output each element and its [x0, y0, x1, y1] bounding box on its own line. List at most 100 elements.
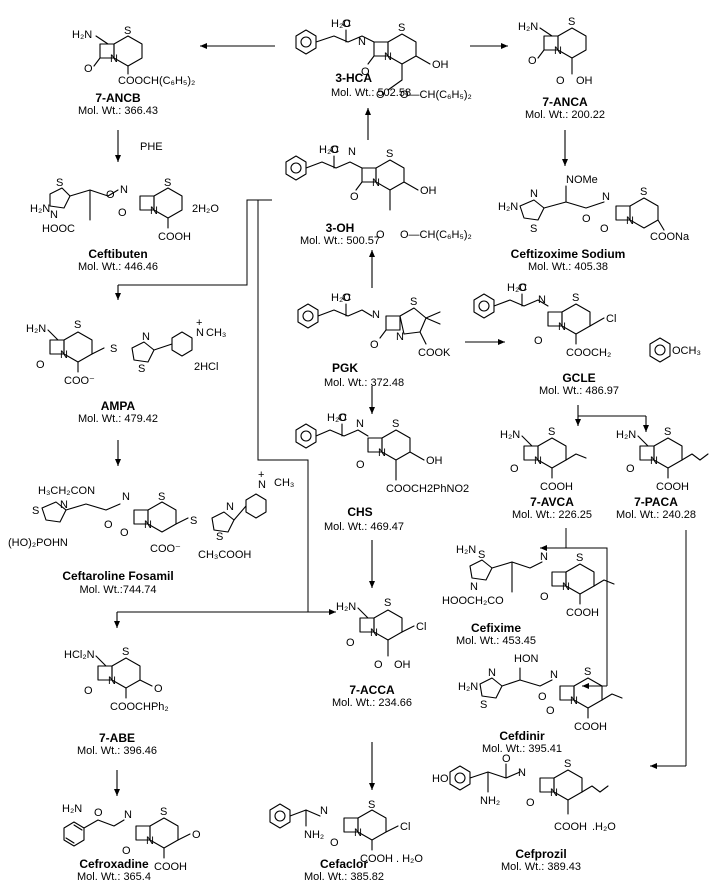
atom-label: H₂N	[72, 29, 92, 41]
atom-label: N	[570, 695, 578, 707]
compound-name: 3-HCA	[335, 71, 372, 85]
molecular-weight: Mol. Wt.: 366.43	[78, 105, 158, 117]
atom-label: H₂N	[456, 544, 476, 556]
caption-3hca: 3-HCA Mol. Wt.: 502.58	[331, 71, 411, 99]
structure-3hca: H₂C O N S O N OH O O—CH(C₆H₅)₂	[295, 18, 472, 101]
atom-label: S	[576, 552, 583, 564]
atom-label: N	[534, 455, 542, 467]
atom-label: H₂N	[458, 681, 478, 693]
atom-label: H₂N	[500, 429, 520, 441]
atom-label: S	[572, 292, 579, 304]
atom-label: S	[160, 806, 167, 818]
atom-label: 2H₂O	[192, 203, 219, 215]
atom-label: Cl	[400, 821, 410, 833]
atom-label: N	[550, 669, 558, 681]
atom-label: N	[358, 36, 366, 48]
compound-name: Cefprozil	[515, 847, 566, 861]
atom-label: COOH	[540, 481, 573, 493]
molecular-weight: Mol. Wt.: 469.47	[324, 521, 404, 533]
atom-label: S	[478, 549, 485, 561]
atom-label: O	[502, 753, 511, 765]
benzene-ring	[295, 29, 317, 55]
atom-label: OH	[426, 455, 443, 467]
caption-chs: CHS Mol. Wt.: 469.47	[324, 505, 404, 533]
molecular-weight: Mol. Wt.: 453.45	[456, 635, 536, 647]
atom-label: N	[372, 177, 380, 189]
atom-label: O	[342, 18, 351, 30]
structure-cefdinir: HON H₂N N S O N S O N COOH	[458, 653, 623, 733]
atom-label: . H₂O	[396, 853, 423, 865]
atom-label: O	[106, 189, 115, 201]
atom-label: O	[94, 807, 103, 819]
caption-7avca: 7-AVCA Mol. Wt.: 226.25	[512, 495, 592, 521]
atom-label: N	[258, 479, 266, 491]
caption-ceftibuten: Ceftibuten Mol. Wt.: 446.46	[78, 247, 158, 273]
atom-label: COO⁻	[150, 543, 181, 555]
molecular-weight: Mol. Wt.: 372.48	[324, 377, 404, 389]
atom-label: N	[150, 205, 158, 217]
atom-label: COO⁻	[64, 375, 95, 387]
compound-name: 7-PACA	[634, 495, 678, 509]
molecular-weight: Mol. Wt.: 405.38	[528, 261, 608, 273]
molecular-weight: Mol. Wt.: 446.46	[78, 261, 158, 273]
molecular-weight: Mol. Wt.: 395.41	[482, 743, 562, 755]
atom-label: N	[320, 805, 328, 817]
atom-label: O	[376, 229, 385, 241]
atom-label: S	[410, 296, 417, 308]
caption-cefdinir: Cefdinir Mol. Wt.: 395.41	[482, 729, 562, 755]
compound-name: 7-ACCA	[349, 683, 395, 697]
caption-ampa: AMPA Mol. Wt.: 479.42	[78, 399, 158, 425]
atom-label: (HO)₂POHN	[8, 537, 68, 549]
caption-7ancb: 7-ANCB Mol. Wt.: 366.43	[78, 91, 158, 117]
atom-label: CH₃COOH	[198, 549, 251, 561]
atom-label: S	[664, 426, 671, 438]
atom-label: O	[528, 55, 537, 67]
atom-label: O	[370, 339, 379, 351]
atom-label: COOH	[158, 231, 191, 243]
atom-label: N	[396, 331, 404, 343]
atom-label: H₂N	[518, 21, 538, 33]
atom-label: COOH	[554, 821, 587, 833]
atom-label: N	[538, 294, 546, 306]
structure-7paca: H₂N S O N COOH	[616, 426, 709, 493]
atom-label: H₂C	[319, 144, 339, 156]
atom-label: O—CH(C₆H₅)₂	[400, 89, 472, 101]
atom-label: O	[356, 459, 365, 471]
atom-label: .H₂O	[592, 821, 616, 833]
molecular-weight: Mol. Wt.: 200.22	[525, 109, 605, 121]
structure-7anca: H₂N S O N O OH	[518, 16, 593, 87]
atom-label: N	[540, 551, 548, 563]
compound-name: 7-AVCA	[530, 495, 574, 509]
atom-label: O	[330, 144, 339, 156]
atom-label: HOOC	[42, 223, 75, 235]
caption-7acca: 7-ACCA Mol. Wt.: 234.66	[332, 683, 412, 709]
compound-name: 7-ABE	[99, 731, 135, 745]
atom-label: OH	[432, 59, 449, 71]
atom-label: S	[190, 515, 197, 527]
atom-label: H₂N	[26, 323, 46, 335]
aromatic-circle	[300, 36, 312, 48]
atom-label: COOH	[574, 721, 607, 733]
atom-label: S	[56, 177, 63, 189]
caption-ceftaroline: Ceftaroline Fosamil Mol. Wt.:744.74	[62, 569, 173, 596]
atom-label: COOCH(C₆H₅)₂	[118, 75, 195, 87]
atom-label: S	[584, 666, 591, 678]
atom-label: N	[120, 184, 128, 196]
compound-name: 7-ANCB	[95, 91, 141, 105]
atom-label: S	[216, 531, 223, 543]
atom-label: COOCH2PhNO2	[386, 483, 469, 495]
atom-label: N	[226, 501, 234, 513]
molecular-weight: Mol. Wt.: 365.4	[77, 871, 151, 883]
atom-label: OCH₃	[672, 345, 701, 357]
compound-name: Cefaclor	[320, 857, 368, 871]
molecular-weight: Mol. Wt.: 502.58	[331, 87, 411, 99]
atom-label: O	[84, 685, 93, 697]
structure-ceftibuten: S N H₂N HOOC S O N N O 2H₂O COOH	[30, 177, 219, 243]
atom-label: S	[392, 418, 399, 430]
atom-label: H₂C	[331, 18, 351, 30]
structure-ceftaroline: H₃CH₂CON S N (HO)₂POHN O N S O N S S N N…	[8, 469, 294, 561]
atom-label: S	[398, 22, 405, 34]
atom-label: O	[154, 683, 163, 695]
atom-label: COONa	[650, 231, 690, 243]
